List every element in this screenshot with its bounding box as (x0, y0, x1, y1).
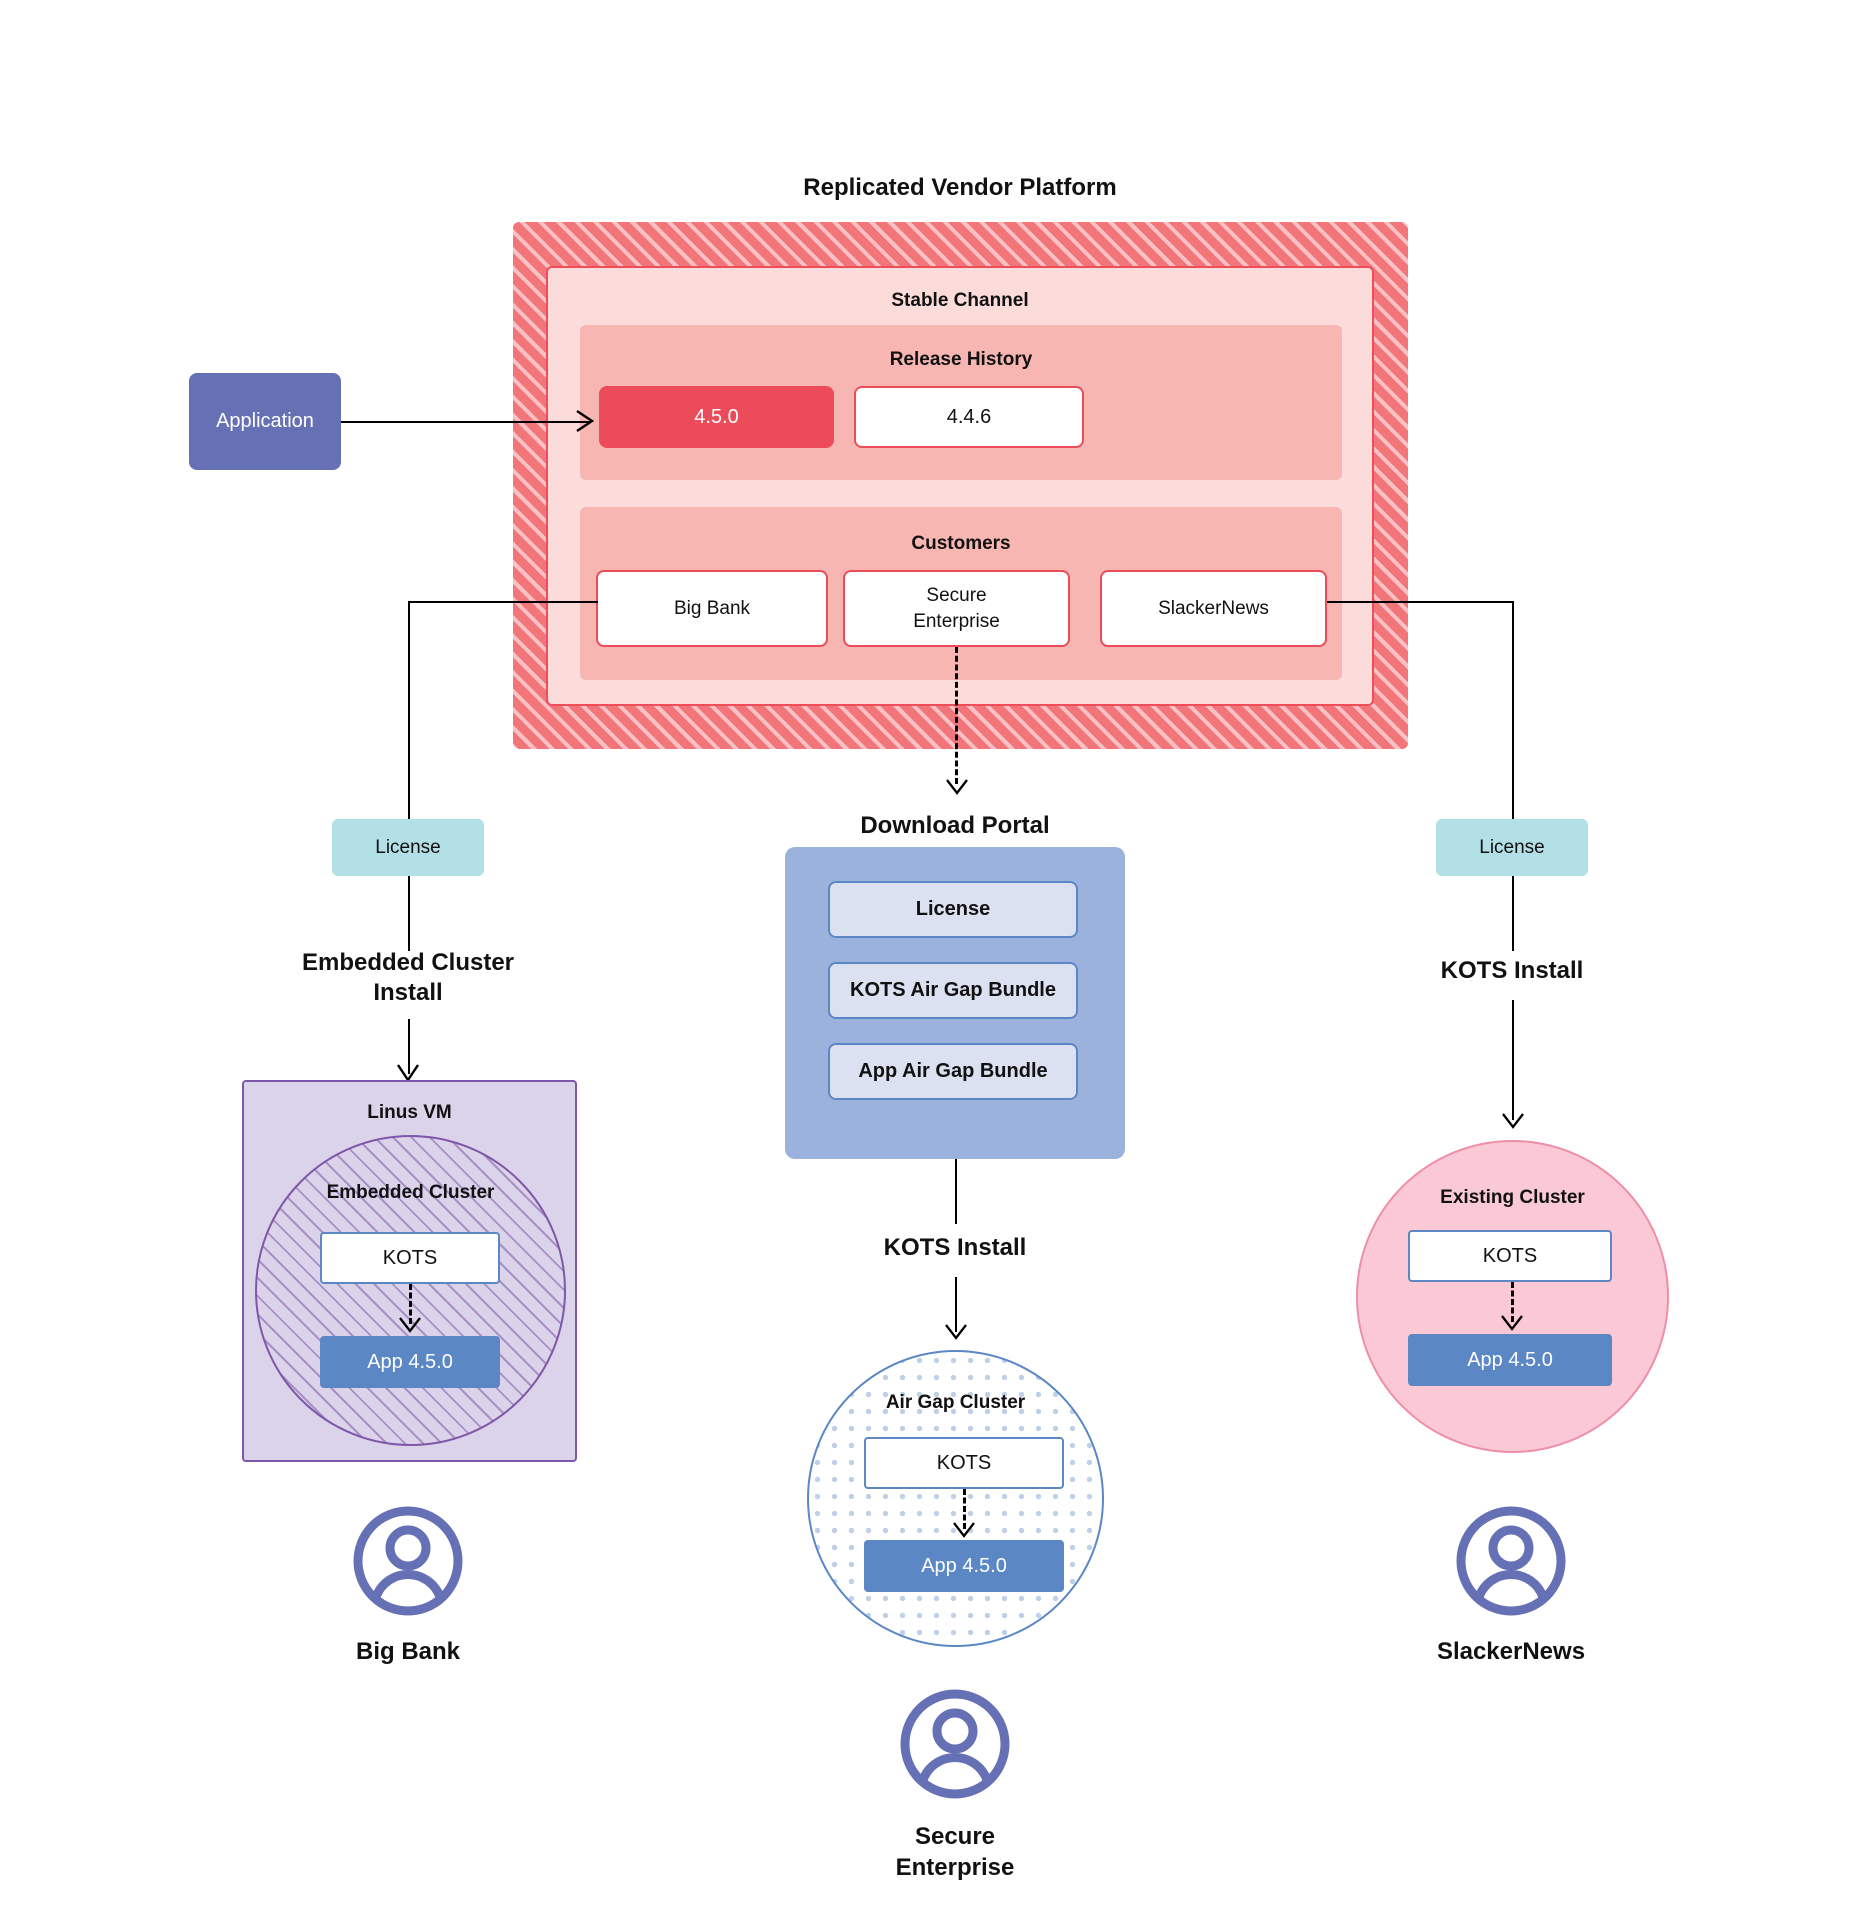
download-portal-title: Download Portal (860, 812, 1050, 839)
embedded-kots-arrow-icon (399, 1317, 421, 1333)
stable-channel-label: Stable Channel (891, 290, 1029, 311)
embedded-install-line2: Install (373, 979, 443, 1006)
right-install-to-cluster-line (1512, 1000, 1514, 1120)
center-install-arrow-icon (945, 1324, 967, 1340)
air-gap-app-version-box[interactable]: App 4.5.0 (864, 1540, 1064, 1592)
secure-enterprise-user-avatar-icon (900, 1689, 1010, 1799)
existing-cluster-title: Existing Cluster (1440, 1187, 1585, 1208)
portal-item-license[interactable]: License (828, 881, 1078, 938)
slackernews-user-label: SlackerNews (1436, 1638, 1586, 1666)
big-bank-user-label: Big Bank (355, 1638, 460, 1666)
linus-vm-title: Linus VM (367, 1102, 452, 1123)
embedded-kots-box[interactable]: KOTS (320, 1232, 500, 1284)
release-item-current[interactable]: 4.5.0 (599, 386, 834, 448)
embedded-cluster-title: Embedded Cluster (326, 1182, 495, 1203)
right-license-to-install-line (1512, 876, 1514, 951)
air-gap-cluster-circle (807, 1350, 1104, 1647)
bigbank-connector-horizontal (408, 601, 598, 603)
big-bank-user-avatar-icon (353, 1506, 463, 1616)
embedded-kots-to-app-line (409, 1284, 412, 1324)
license-box-left[interactable]: License (332, 819, 484, 876)
embedded-app-version-box[interactable]: App 4.5.0 (320, 1336, 500, 1388)
air-gap-kots-to-app-line (963, 1489, 966, 1529)
right-install-arrow-icon (1502, 1113, 1524, 1129)
application-to-release-arrow-icon (576, 410, 595, 432)
secure-enterprise-user-line2: Enterprise (895, 1854, 1015, 1881)
customer-card-line1: Secure (926, 584, 987, 606)
slackernews-user-avatar-icon (1456, 1506, 1566, 1616)
air-gap-kots-box[interactable]: KOTS (864, 1437, 1064, 1489)
existing-kots-to-app-line (1511, 1282, 1514, 1322)
license-box-right[interactable]: License (1436, 819, 1588, 876)
customer-card-line2: Enterprise (913, 610, 1000, 632)
customer-card-secure-enterprise[interactable]: Secure Enterprise (843, 570, 1070, 647)
slackernews-connector-vertical (1512, 601, 1514, 819)
left-license-to-install-line (408, 876, 410, 951)
left-install-to-vm-line (408, 1019, 410, 1074)
download-portal-arrow-icon (946, 779, 968, 795)
portal-item-kots-air-gap-bundle[interactable]: KOTS Air Gap Bundle (828, 962, 1078, 1019)
right-kots-install-label: KOTS Install (1440, 957, 1584, 984)
release-item-previous[interactable]: 4.4.6 (854, 386, 1084, 448)
center-install-to-cluster-line (955, 1277, 957, 1332)
secure-enterprise-user-line1: Secure (914, 1822, 996, 1850)
center-kots-install-label: KOTS Install (883, 1234, 1027, 1261)
existing-kots-box[interactable]: KOTS (1408, 1230, 1612, 1282)
customer-card-slackernews[interactable]: SlackerNews (1100, 570, 1327, 647)
portal-item-app-air-gap-bundle[interactable]: App Air Gap Bundle (828, 1043, 1078, 1100)
secure-enterprise-user-label: Secure Enterprise (825, 1818, 1085, 1886)
embedded-install-line1: Embedded Cluster (301, 949, 515, 976)
application-to-release-line (341, 421, 591, 423)
embedded-cluster-install-label: Embedded Cluster Install (268, 947, 548, 1009)
air-gap-kots-arrow-icon (953, 1522, 975, 1538)
customers-label: Customers (911, 533, 1011, 554)
existing-kots-arrow-icon (1501, 1315, 1523, 1331)
portal-to-install-line (955, 1159, 957, 1224)
release-history-label: Release History (889, 349, 1033, 370)
bigbank-connector-vertical (408, 601, 410, 819)
page-title: Replicated Vendor Platform (803, 174, 1117, 201)
application-box[interactable]: Application (189, 373, 341, 470)
slackernews-connector-horizontal (1327, 601, 1514, 603)
customer-card-big-bank[interactable]: Big Bank (596, 570, 828, 647)
existing-app-version-box[interactable]: App 4.5.0 (1408, 1334, 1612, 1386)
secure-enterprise-connector-dashed (955, 647, 958, 784)
air-gap-cluster-title: Air Gap Cluster (885, 1392, 1026, 1413)
